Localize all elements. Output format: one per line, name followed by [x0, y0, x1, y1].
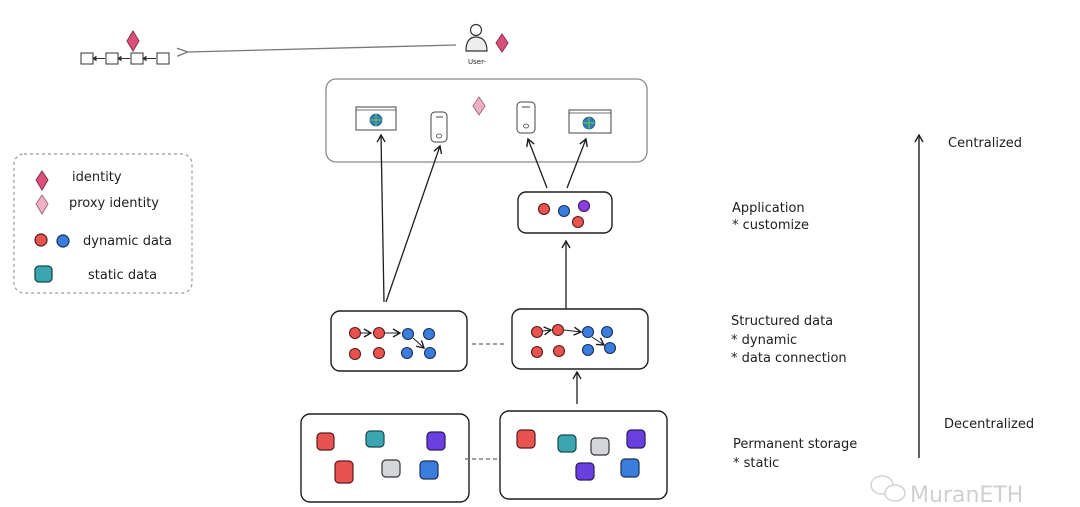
proxy-identity-diamond-icon	[35, 194, 49, 215]
static-purple-square-icon	[626, 429, 646, 449]
user-label: User-	[468, 58, 487, 66]
static-purple-square-icon	[426, 431, 446, 451]
legend: identity proxy identity dynamic data sta…	[13, 153, 193, 294]
layer-note: * static	[733, 456, 779, 471]
blockchain-chain	[80, 30, 170, 65]
user: User-	[465, 23, 509, 66]
layer-note: * customize	[732, 218, 809, 233]
user-head-icon	[469, 23, 483, 37]
block-1	[80, 52, 94, 65]
layer-title: Application	[732, 201, 805, 216]
chat-bubbles-icon	[870, 475, 906, 502]
storage-box-right	[499, 410, 668, 500]
block-4	[156, 52, 170, 65]
phone-icon	[516, 101, 536, 134]
dynamic-red-dot-icon	[537, 202, 551, 216]
dynamic-red-dot-icon	[571, 215, 585, 229]
proxy-identity-diamond-icon	[472, 96, 486, 116]
user-body-icon	[465, 36, 488, 52]
dynamic-blue-dot-icon	[600, 325, 614, 339]
identity-diamond-icon	[495, 33, 509, 53]
dynamic-purple-dot-icon	[577, 199, 591, 213]
legend-label-proxy-identity: proxy identity	[69, 196, 159, 211]
arrow-app-to-phone	[526, 137, 548, 189]
static-gray-square-icon	[590, 437, 610, 456]
identity-diamond-icon	[126, 30, 140, 52]
static-blue-square-icon	[419, 460, 439, 480]
layer-title: Structured data	[731, 314, 833, 329]
structured-data-box-right	[511, 308, 649, 370]
static-teal-square-icon	[557, 434, 577, 453]
watermark: MuranETH	[870, 475, 1023, 507]
storage-box-left	[300, 413, 470, 503]
dynamic-red-dot-icon	[552, 344, 566, 358]
dynamic-red-dot-icon	[530, 345, 544, 359]
static-red-square-icon	[334, 460, 354, 484]
layer-label-application: Application * customize	[732, 201, 809, 233]
dynamic-red-dot-icon	[348, 347, 362, 361]
static-teal-square-icon	[365, 430, 385, 448]
layer-note: * data connection	[731, 351, 847, 366]
dynamic-blue-dot-icon	[581, 325, 595, 339]
legend-frame	[13, 153, 193, 294]
dynamic-red-dot-icon	[348, 326, 362, 340]
dynamic-red-dot-icon	[34, 233, 48, 247]
dynamic-blue-dot-icon	[581, 343, 595, 357]
legend-label-static-data: static data	[88, 268, 157, 283]
static-gray-square-icon	[381, 459, 401, 478]
dynamic-blue-dot-icon	[400, 346, 414, 360]
layer-title: Permanent storage	[733, 437, 857, 452]
legend-label-identity: identity	[72, 170, 122, 185]
user-to-chain-arrow	[188, 44, 457, 52]
arrow-struct-to-phone	[385, 144, 443, 303]
static-data-square-icon	[34, 265, 53, 283]
dynamic-blue-dot-icon	[423, 346, 437, 360]
dynamic-red-dot-icon	[372, 326, 386, 340]
structured-data-box-left	[330, 310, 468, 372]
dynamic-red-dot-icon	[530, 325, 544, 339]
static-red-square-icon	[316, 432, 335, 451]
application-box	[517, 191, 613, 234]
browser-icon	[355, 106, 397, 131]
dynamic-blue-dot-icon	[557, 204, 571, 218]
dynamic-blue-dot-icon	[422, 327, 436, 341]
block-2	[105, 52, 119, 65]
legend-label-dynamic-data: dynamic data	[83, 234, 172, 249]
axis-label-decentralized: Decentralized	[944, 417, 1034, 432]
dynamic-blue-dot-icon	[401, 327, 415, 341]
dynamic-red-dot-icon	[372, 346, 386, 360]
identity-diamond-icon	[35, 170, 49, 191]
clients-frame	[325, 78, 648, 163]
static-purple-square-icon	[575, 462, 595, 481]
layer-label-structured-data: Structured data * dynamic * data connect…	[731, 314, 847, 366]
browser-icon	[568, 109, 612, 134]
arrow-struct-to-browser	[376, 133, 386, 303]
static-red-square-icon	[516, 429, 536, 449]
watermark-text: MuranETH	[910, 483, 1023, 507]
layer-label-permanent-storage: Permanent storage * static	[733, 437, 857, 471]
block-3	[130, 52, 144, 65]
dynamic-red-dot-icon	[551, 323, 565, 337]
layer-note: * dynamic	[731, 333, 797, 348]
axis-label-centralized: Centralized	[948, 136, 1022, 151]
phone-icon	[430, 111, 448, 143]
static-blue-square-icon	[620, 458, 640, 478]
arrow-app-to-browser	[566, 137, 588, 189]
dynamic-blue-dot-icon	[56, 234, 70, 248]
dynamic-blue-dot-icon	[603, 341, 617, 355]
